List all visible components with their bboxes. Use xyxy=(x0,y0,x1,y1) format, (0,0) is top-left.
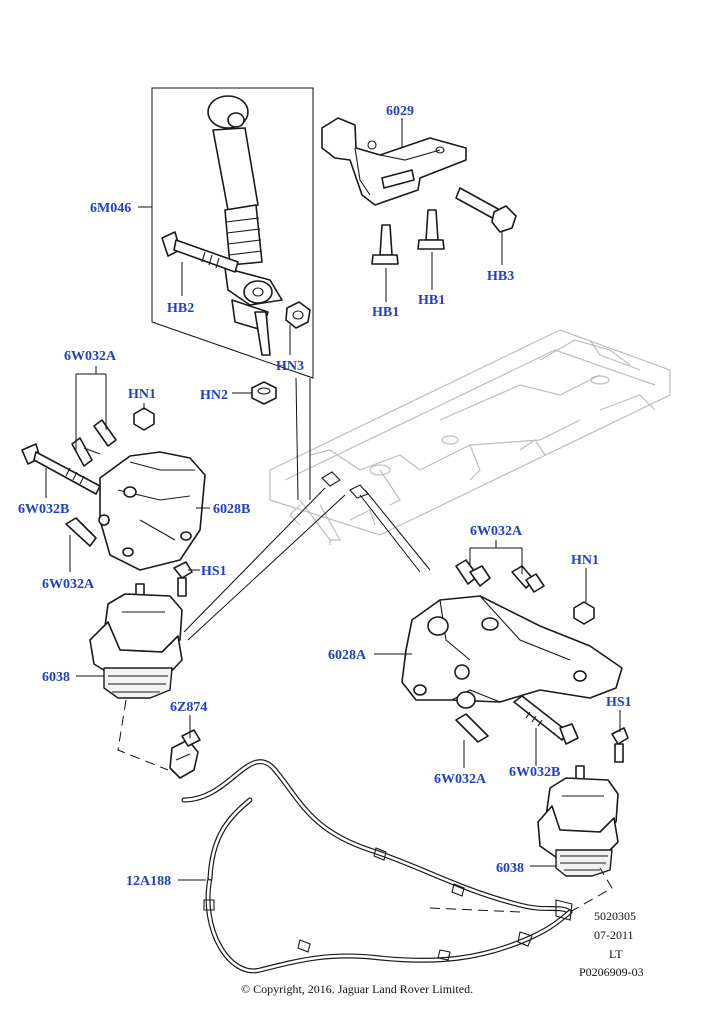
callout-HS1-right: HS1 xyxy=(606,695,632,710)
reference-number: 5020305 xyxy=(594,909,636,923)
nut-HN2 xyxy=(251,381,277,405)
stud-HB1-left xyxy=(371,224,399,265)
bolts-6W032A-right-top xyxy=(455,559,545,593)
callout-HB2: HB2 xyxy=(167,301,194,316)
callout-HB1-left: HB1 xyxy=(372,305,399,320)
callout-6W032B-right: 6W032B xyxy=(509,765,560,780)
chassis-frame xyxy=(269,329,671,545)
callout-6W032A-right-top: 6W032A xyxy=(470,524,523,539)
reference-block: 5020305 07-2011 LT P0206909-03 xyxy=(579,909,644,979)
stud-HS1-left xyxy=(173,561,193,597)
nut-HN3 xyxy=(285,301,311,329)
callout-12A188: 12A188 xyxy=(126,874,171,889)
callout-6029: 6029 xyxy=(386,104,414,119)
callout-HN2: HN2 xyxy=(200,388,228,403)
callout-HB3: HB3 xyxy=(487,269,514,284)
nut-HN1-left xyxy=(133,407,155,431)
stud-HS1-right xyxy=(611,727,629,763)
damper-6M046 xyxy=(207,95,283,356)
bolt-6W032A-right-lower xyxy=(455,713,489,743)
callout-6W032A-right-lower: 6W032A xyxy=(434,772,487,787)
callout-6W032A-left-lower: 6W032A xyxy=(42,577,95,592)
callout-labels: 6M046 HB2 HN3 HN2 6029 HB3 HB1 HB1 6W032… xyxy=(18,104,632,889)
reference-part-number: P0206909-03 xyxy=(579,965,644,979)
callout-6028B: 6028B xyxy=(213,502,250,517)
callout-HB1-right: HB1 xyxy=(418,293,445,308)
bolt-6W032B-right xyxy=(513,695,579,745)
callout-6W032A-top-left: 6W032A xyxy=(64,349,117,364)
callout-6Z874: 6Z874 xyxy=(170,700,207,715)
callout-6038-right: 6038 xyxy=(496,861,524,876)
engine-mount-6038-left xyxy=(89,583,183,699)
mount-bracket-6028A xyxy=(401,595,623,709)
callout-HN3: HN3 xyxy=(276,359,304,374)
callout-HN1-right: HN1 xyxy=(571,553,599,568)
bolt-6W032B-left xyxy=(21,443,101,495)
callout-6038-left: 6038 xyxy=(42,670,70,685)
callout-6028A: 6028A xyxy=(328,648,367,663)
copyright-notice: © Copyright, 2016. Jaguar Land Rover Lim… xyxy=(241,982,473,996)
callout-6W032B-left: 6W032B xyxy=(18,502,69,517)
bracket-6029 xyxy=(321,117,467,206)
reference-date: 07-2011 xyxy=(594,928,634,942)
stud-HB1-right xyxy=(417,209,445,250)
callout-HN1-left: HN1 xyxy=(128,387,156,402)
damper-detail-box xyxy=(151,87,314,405)
bolts-6W032A-top-left xyxy=(71,419,117,467)
bolt-HB3 xyxy=(455,187,517,233)
solenoid-valve-6Z874 xyxy=(169,729,201,779)
leader-lines xyxy=(45,118,621,881)
nut-HN1-right xyxy=(573,601,595,625)
bolt-6W032A-left-lower xyxy=(65,517,97,547)
callout-6M046: 6M046 xyxy=(90,201,131,216)
mount-bracket-6028B xyxy=(98,451,206,571)
callout-HS1-left: HS1 xyxy=(201,564,227,579)
dashed-connection-lines xyxy=(117,699,613,913)
bolt-HB2 xyxy=(161,231,239,273)
reference-code: LT xyxy=(609,947,623,961)
engine-mount-6038-right xyxy=(537,765,619,877)
vacuum-hose-12A188 xyxy=(181,759,573,974)
